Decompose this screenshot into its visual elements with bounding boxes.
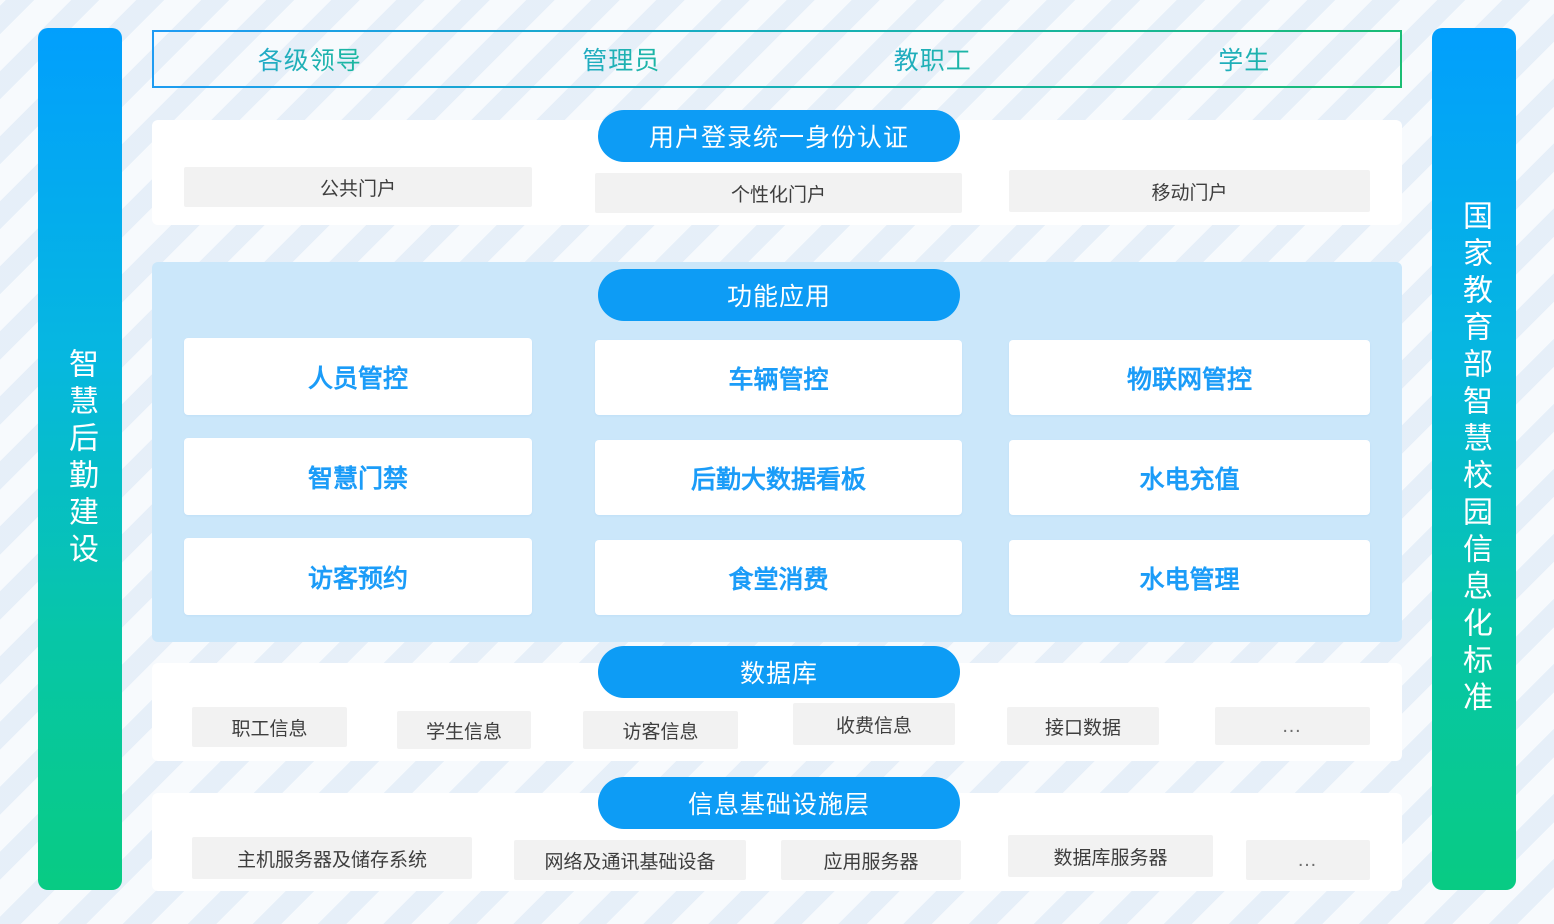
architecture-stage: 各级领导 管理员 教职工 学生 用户登录统一身份认证 公共门户 个性化门户 移动… <box>152 0 1402 924</box>
database-item-2[interactable]: 访客信息 <box>583 711 738 749</box>
app-card-5[interactable]: 水电充值 <box>1009 440 1370 515</box>
database-item-1[interactable]: 学生信息 <box>397 711 531 749</box>
database-item-4[interactable]: 接口数据 <box>1007 707 1159 745</box>
database-item-3[interactable]: 收费信息 <box>793 703 955 745</box>
app-card-2[interactable]: 物联网管控 <box>1009 340 1370 415</box>
database-item-5: … <box>1215 707 1370 745</box>
apps-layer-title: 功能应用 <box>598 269 960 321</box>
right-rail-national-standard: 国家教育部智慧校园信息化标准 <box>1432 28 1516 890</box>
portal-layer-title: 用户登录统一身份认证 <box>598 110 960 162</box>
user-roles-strip: 各级领导 管理员 教职工 学生 <box>152 30 1402 88</box>
portal-item-1[interactable]: 个性化门户 <box>595 173 962 213</box>
app-card-1[interactable]: 车辆管控 <box>595 340 962 415</box>
app-card-6[interactable]: 访客预约 <box>184 538 532 615</box>
infrastructure-item-1[interactable]: 网络及通讯基础设备 <box>514 840 746 880</box>
infrastructure-item-3[interactable]: 数据库服务器 <box>1008 835 1213 877</box>
infrastructure-layer-title: 信息基础设施层 <box>598 777 960 829</box>
role-item-0[interactable]: 各级领导 <box>154 41 466 77</box>
database-item-0[interactable]: 职工信息 <box>192 707 347 747</box>
infrastructure-item-4: … <box>1246 840 1370 880</box>
portal-item-2[interactable]: 移动门户 <box>1009 170 1370 212</box>
right-rail-label: 国家教育部智慧校园信息化标准 <box>1458 200 1491 718</box>
infrastructure-item-2[interactable]: 应用服务器 <box>781 840 961 880</box>
app-card-3[interactable]: 智慧门禁 <box>184 438 532 515</box>
database-layer-title: 数据库 <box>598 646 960 698</box>
left-rail-smart-logistics: 智慧后勤建设 <box>38 28 122 890</box>
app-card-7[interactable]: 食堂消费 <box>595 540 962 615</box>
app-card-0[interactable]: 人员管控 <box>184 338 532 415</box>
app-card-8[interactable]: 水电管理 <box>1009 540 1370 615</box>
role-item-1[interactable]: 管理员 <box>466 41 778 77</box>
portal-item-0[interactable]: 公共门户 <box>184 167 532 207</box>
role-item-2[interactable]: 教职工 <box>777 41 1089 77</box>
infrastructure-item-0[interactable]: 主机服务器及储存系统 <box>192 837 472 879</box>
app-card-4[interactable]: 后勤大数据看板 <box>595 440 962 515</box>
role-item-3[interactable]: 学生 <box>1089 41 1401 77</box>
left-rail-label: 智慧后勤建设 <box>64 348 97 570</box>
